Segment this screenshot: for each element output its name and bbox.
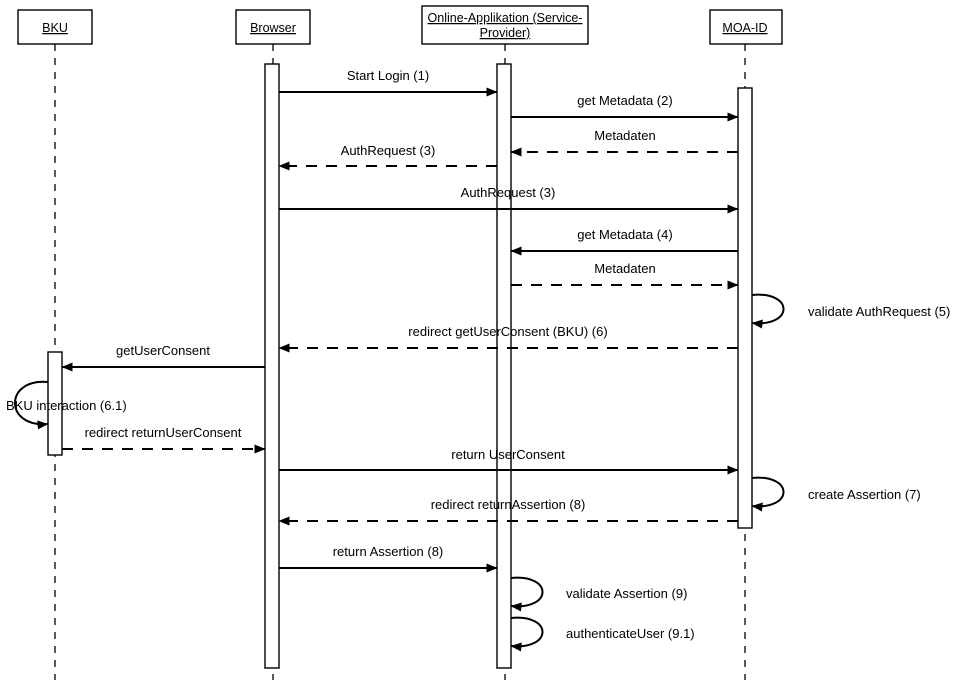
self-message-arrow-bku-interaction[interactable] xyxy=(14,380,49,430)
message-7[interactable]: Metadaten xyxy=(511,261,739,290)
message-label-10: redirect returnUserConsent xyxy=(85,425,242,440)
message-10[interactable]: redirect returnUserConsent xyxy=(62,425,266,454)
message-label-2: get Metadata (2) xyxy=(577,93,672,108)
message-label-3: Metadaten xyxy=(594,128,655,143)
lifeline-label-browser: Browser xyxy=(250,21,296,35)
activation-bar-browser[interactable] xyxy=(264,63,280,669)
self-message-label-validate-assertion: validate Assertion (9) xyxy=(566,586,687,601)
lifelines-layer: BKU Browser Online-Applikation (Service-Pr… xyxy=(17,5,783,680)
self-message-validate-assertion[interactable]: validate Assertion (9) xyxy=(510,576,687,612)
message-12[interactable]: redirect returnAssertion (8) xyxy=(278,497,738,526)
message-label-4: AuthRequest (3) xyxy=(341,143,436,158)
message-label-12: redirect returnAssertion (8) xyxy=(431,497,586,512)
message-label-6: get Metadata (4) xyxy=(577,227,672,242)
message-13[interactable]: return Assertion (8) xyxy=(279,544,498,573)
lifeline-box-oa[interactable] xyxy=(421,5,589,45)
self-message-bku-interaction[interactable]: BKU interaction (6.1) xyxy=(6,380,127,430)
self-message-label-bku-interaction: BKU interaction (6.1) xyxy=(6,398,127,413)
self-message-arrow-validate-assertion[interactable] xyxy=(510,576,544,612)
self-message-authenticate-user[interactable]: authenticateUser (9.1) xyxy=(510,616,695,652)
message-label-8: redirect getUserConsent (BKU) (6) xyxy=(408,324,607,339)
message-label-7: Metadaten xyxy=(594,261,655,276)
lifeline-bku: BKU xyxy=(17,9,93,680)
lifeline-box-moaid[interactable] xyxy=(709,9,783,45)
message-label-13: return Assertion (8) xyxy=(333,544,444,559)
self-message-arrow-authenticate-user[interactable] xyxy=(510,616,544,652)
self-message-label-authenticate-user: authenticateUser (9.1) xyxy=(566,626,695,641)
lifeline-label-bku: BKU xyxy=(42,21,68,35)
self-message-label-create-assertion: create Assertion (7) xyxy=(808,487,921,502)
activation-bar-bku[interactable] xyxy=(47,351,63,456)
activation-bar-moaid[interactable] xyxy=(737,87,753,529)
messages-layer: Start Login (1) get Metadata (2) Metadaten… xyxy=(61,68,739,573)
message-1[interactable]: Start Login (1) xyxy=(279,68,498,97)
lifeline-label-oa: Online-Applikation (Service-Provider) xyxy=(428,11,583,40)
message-label-1: Start Login (1) xyxy=(347,68,429,83)
message-4[interactable]: AuthRequest (3) xyxy=(278,143,497,171)
lifeline-moaid: MOA-ID xyxy=(709,9,783,680)
message-8[interactable]: redirect getUserConsent (BKU) (6) xyxy=(278,324,738,353)
message-9[interactable]: getUserConsent xyxy=(61,343,265,372)
self-message-validate-authrequest[interactable]: validate AuthRequest (5) xyxy=(751,293,950,329)
lifeline-box-bku[interactable] xyxy=(17,9,93,45)
activation-bar-oa[interactable] xyxy=(496,63,512,669)
message-3[interactable]: Metadaten xyxy=(510,128,738,157)
lifeline-browser: Browser xyxy=(235,9,311,680)
self-message-arrow-create-assertion[interactable] xyxy=(751,476,785,512)
message-6[interactable]: get Metadata (4) xyxy=(510,227,738,256)
message-11[interactable]: return UserConsent xyxy=(279,447,739,475)
message-2[interactable]: get Metadata (2) xyxy=(511,93,739,122)
message-label-11: return UserConsent xyxy=(451,447,565,462)
message-5[interactable]: AuthRequest (3) xyxy=(279,185,739,214)
self-messages-layer: validate AuthRequest (5) BKU interaction … xyxy=(6,293,950,652)
message-label-5: AuthRequest (3) xyxy=(461,185,556,200)
self-message-create-assertion[interactable]: create Assertion (7) xyxy=(751,476,921,512)
message-label-9: getUserConsent xyxy=(116,343,210,358)
lifeline-oa: Online-Applikation (Service-Provider) xyxy=(421,5,589,680)
activations-layer xyxy=(47,63,753,669)
lifeline-label-moaid: MOA-ID xyxy=(722,21,767,35)
self-message-label-validate-authrequest: validate AuthRequest (5) xyxy=(808,304,950,319)
lifeline-box-browser[interactable] xyxy=(235,9,311,45)
self-message-arrow-validate-authrequest[interactable] xyxy=(751,293,785,329)
